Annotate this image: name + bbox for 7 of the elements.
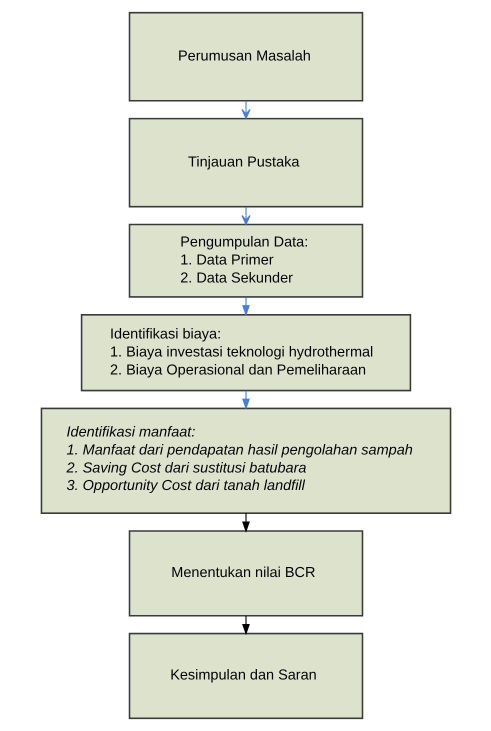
node-box: Perumusan Masalah (128, 12, 363, 102)
node-box: Identifikasi manfaat: 1. Manfaat dari pendapatan hasil pengolahan sampah 2. Saving Cost dari sustitusi batubara 3. Opportunity Cost dari tanah landfill (40, 408, 451, 514)
node-box: Tinjauan Pustaka (128, 118, 363, 208)
node-box: Pengumpulan Data: 1. Data Primer 2. Data Sekunder (128, 224, 363, 298)
node-box: Kesimpulan dan Saran (128, 632, 363, 720)
node-box: Menentukan nilai BCR (128, 530, 363, 617)
node-box: Identifikasi biaya: 1. Biaya investasi teknologi hydrothermal 2. Biaya Operasional dan Pemeliharaan (80, 314, 411, 392)
